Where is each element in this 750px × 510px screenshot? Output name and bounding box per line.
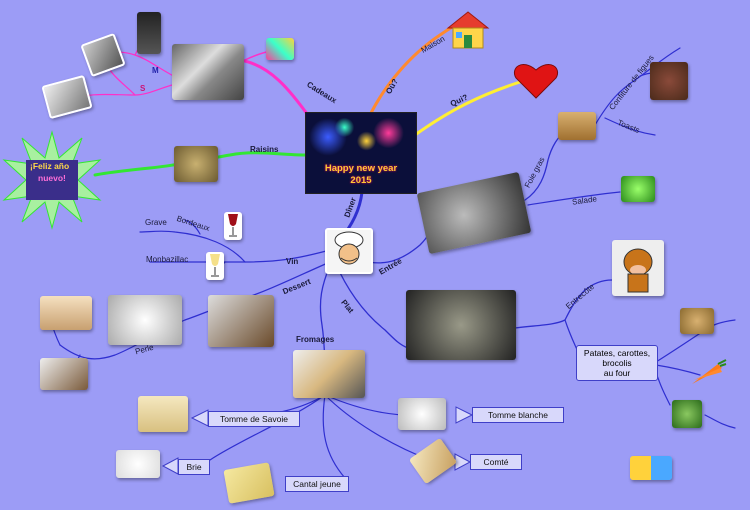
- starburst-line2: nuevo!: [38, 173, 66, 183]
- central-topic-line2: 2015: [350, 175, 372, 186]
- legumes-line2: brocolis: [602, 358, 632, 368]
- white-wine-glass-icon: [206, 252, 224, 280]
- perle-dessert-photo: [40, 358, 88, 390]
- gift-icon: [266, 38, 294, 60]
- callout-cantal[interactable]: Cantal jeune: [285, 476, 349, 492]
- central-topic-line1: Happy new year: [324, 163, 398, 174]
- legumes-line1: Patates, carottes,: [583, 348, 651, 358]
- raisins-photo: [174, 146, 218, 182]
- legumes-callout[interactable]: Patates, carottes, brocolis au four: [576, 345, 658, 381]
- gift-box-photo: [137, 12, 161, 54]
- callout-tomme-blanche[interactable]: Tomme blanche: [472, 407, 564, 423]
- starburst-line1: ¡Feliz año: [30, 161, 70, 171]
- legumes-line3: au four: [603, 368, 631, 378]
- perle-cake-photo: [40, 296, 92, 330]
- branch-label-monbazillac: Monbazillac: [146, 255, 189, 264]
- potatoes-photo: [680, 308, 714, 334]
- brocolis-photo: [672, 400, 702, 428]
- salade-photo: [621, 176, 655, 202]
- callout-comte[interactable]: Comté: [470, 454, 522, 470]
- chef-icon: [325, 228, 373, 274]
- gifts-photo: [172, 44, 244, 100]
- tomme-savoie-photo: [138, 396, 188, 432]
- carrots-icon: [692, 359, 727, 384]
- central-topic-fireworks[interactable]: Happy new year 2015: [305, 112, 417, 194]
- brie-photo: [116, 450, 160, 478]
- dessert-table-photo: [208, 295, 274, 347]
- cow-icon: [612, 240, 664, 296]
- branch-label-fromages: Fromages: [296, 335, 335, 344]
- callout-tomme-savoie[interactable]: Tomme de Savoie: [208, 411, 300, 427]
- red-wine-glass-icon: [224, 212, 242, 240]
- foie-gras-photo: [558, 112, 596, 140]
- house-icon: [446, 11, 490, 49]
- branch-label-m: M: [152, 66, 159, 75]
- branch-label-grave: Grave: [145, 218, 167, 227]
- dessert-cake-photo: [108, 295, 182, 345]
- plat-photo: [406, 290, 516, 360]
- branch-label-vin: Vin: [286, 257, 299, 266]
- heart-icon: [514, 64, 558, 99]
- fromages-photo: [293, 350, 365, 398]
- callout-brie[interactable]: Brie: [178, 459, 210, 475]
- branch-label-raisins: Raisins: [250, 145, 279, 154]
- tomme-blanche-photo: [398, 398, 446, 430]
- branch-label-s: S: [140, 84, 146, 93]
- starburst-badge: [2, 130, 102, 230]
- logo-icon: [630, 456, 672, 480]
- figs-photo: [650, 62, 688, 100]
